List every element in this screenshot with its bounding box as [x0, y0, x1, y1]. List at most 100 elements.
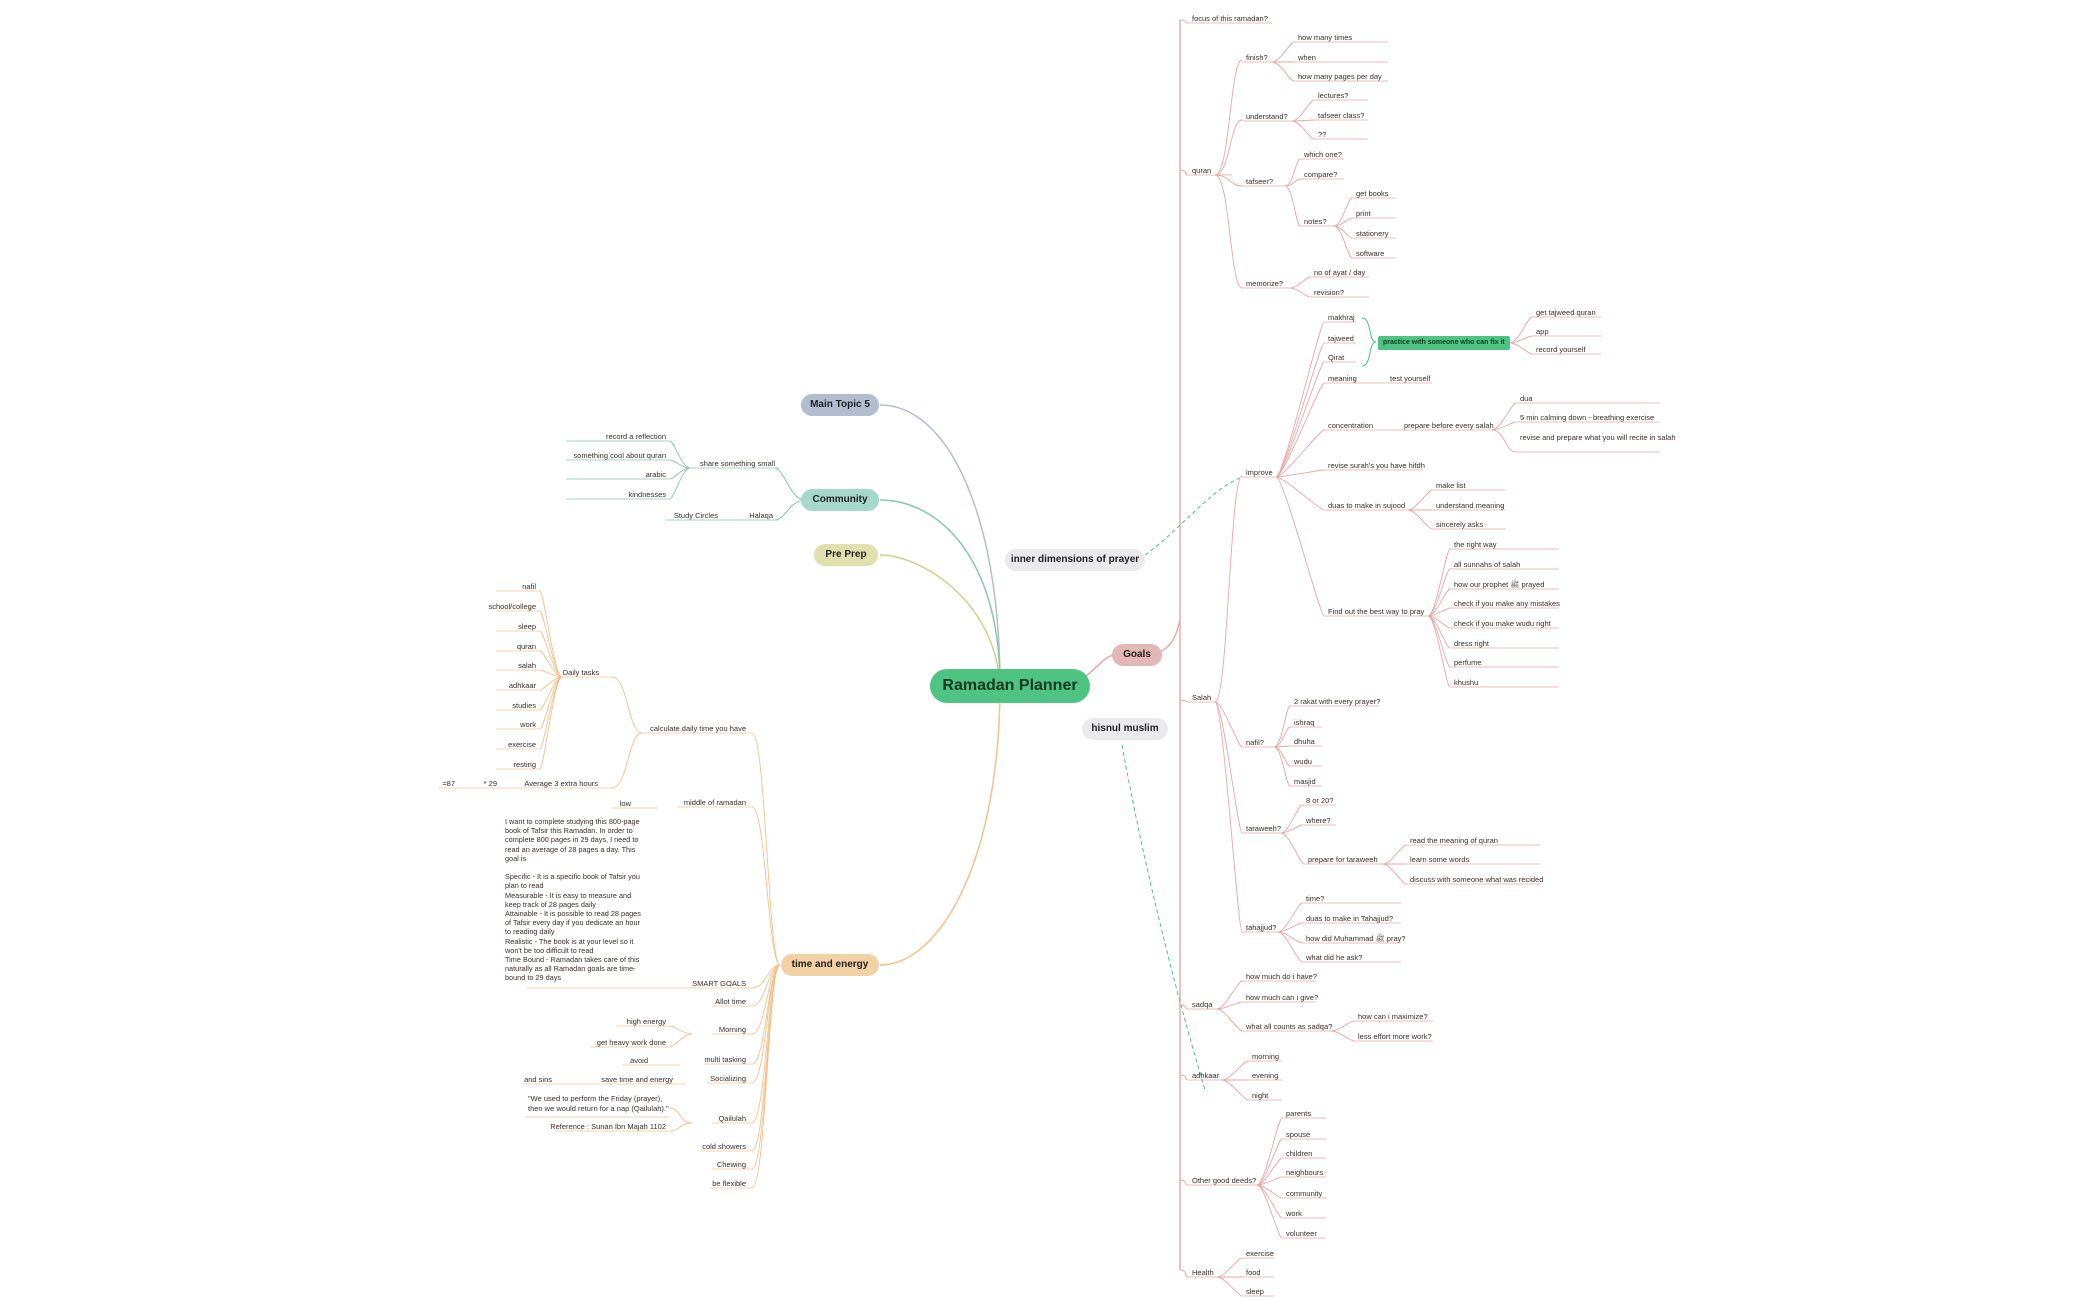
- node-when[interactable]: when: [1298, 53, 1316, 62]
- node-lectures[interactable]: lectures?: [1318, 91, 1349, 100]
- node-health[interactable]: Health: [1192, 1268, 1214, 1277]
- node-tafseer[interactable]: tafseer?: [1246, 177, 1274, 186]
- node-kindnesses[interactable]: kindnesses: [628, 490, 666, 499]
- node-save-time-and-energy[interactable]: save time and energy: [601, 1075, 673, 1084]
- node-be-flexible[interactable]: be flexible: [712, 1179, 746, 1188]
- node-study-circles[interactable]: Study Circles: [673, 511, 718, 520]
- node-dua[interactable]: dua: [1520, 394, 1533, 403]
- node-dress-right[interactable]: dress right: [1454, 639, 1490, 648]
- node-nafil[interactable]: nafil?: [1246, 738, 1264, 747]
- node-understand-meaning[interactable]: understand meaning: [1436, 501, 1505, 510]
- node-meaning[interactable]: meaning: [1328, 374, 1357, 383]
- node-sincerely-asks[interactable]: sincerely asks: [1436, 520, 1484, 529]
- node-revise-surah-s-you-have-hifdh[interactable]: revise surah's you have hifdh: [1328, 461, 1425, 470]
- node-which-one[interactable]: which one?: [1304, 150, 1342, 159]
- node-test-yourself[interactable]: test yourself: [1390, 374, 1431, 383]
- node-cold-showers[interactable]: cold showers: [702, 1142, 746, 1151]
- node-all-sunnahs-of-salah[interactable]: all sunnahs of salah: [1454, 560, 1521, 569]
- node-spouse[interactable]: spouse: [1286, 1130, 1311, 1139]
- inner-dimensions-topic[interactable]: inner dimensions of prayer: [1005, 549, 1145, 571]
- practice-node[interactable]: practice with someone who can fix it: [1378, 336, 1510, 350]
- node-where[interactable]: where?: [1306, 816, 1331, 825]
- node-salah[interactable]: Salah: [1192, 693, 1212, 702]
- node-volunteer[interactable]: volunteer: [1286, 1229, 1317, 1238]
- node-print[interactable]: print: [1356, 209, 1371, 218]
- node-stationery[interactable]: stationery: [1356, 229, 1389, 238]
- node-daily-tasks[interactable]: Daily tasks: [562, 668, 599, 677]
- node-studies[interactable]: studies: [512, 701, 536, 710]
- main-topic-5[interactable]: Main Topic 5: [801, 394, 879, 416]
- node-exercise[interactable]: exercise: [508, 740, 536, 749]
- node-middle-of-ramadan[interactable]: middle of ramadan: [683, 798, 746, 807]
- node-tafseer-class[interactable]: tafseer class?: [1318, 111, 1365, 120]
- node-reference-sunan-ibn-majah-1102[interactable]: Reference : Sunan Ibn Majah 1102: [550, 1122, 666, 1131]
- node-duas-to-make-in-tahajjud[interactable]: duas to make in Tahajjud?: [1306, 914, 1394, 923]
- node-arabic[interactable]: arabic: [645, 470, 666, 479]
- node-how-many-pages-per-day[interactable]: how many pages per day: [1298, 72, 1382, 81]
- node-multi-tasking[interactable]: multi tasking: [704, 1055, 746, 1064]
- node-socializing[interactable]: Socializing: [710, 1074, 746, 1083]
- node-exercise[interactable]: exercise: [1246, 1249, 1274, 1258]
- node-smart-goals[interactable]: SMART GOALS: [692, 979, 746, 988]
- node-share-something-small[interactable]: share something small: [699, 459, 775, 468]
- node-read-the-meaning-of-quran[interactable]: read the meaning of quran: [1410, 836, 1498, 845]
- node-average-3-extra-hours[interactable]: Average 3 extra hours: [524, 779, 598, 788]
- node-get-heavy-work-done[interactable]: get heavy work done: [596, 1038, 666, 1047]
- node-perfume[interactable]: perfume: [1454, 658, 1482, 667]
- node-sadqa[interactable]: sadqa: [1192, 1000, 1213, 1009]
- node-morning[interactable]: Morning: [718, 1025, 746, 1034]
- node-allot-time[interactable]: Allot time: [715, 997, 746, 1006]
- node-time[interactable]: time?: [1306, 894, 1325, 903]
- node-quran[interactable]: quran: [1192, 166, 1212, 175]
- node-taraweeh[interactable]: taraweeh?: [1246, 824, 1282, 833]
- node-we-used-to-perform-the-friday-prayer-the[interactable]: "We used to perform the Friday (prayer),…: [528, 1094, 669, 1113]
- node-work[interactable]: work: [520, 720, 536, 729]
- node-halaqa[interactable]: Halaqa: [749, 511, 773, 520]
- node-food[interactable]: food: [1246, 1268, 1261, 1277]
- node-i-want-to-complete-studying-this-800-pag[interactable]: I want to complete studying this 800-pag…: [505, 817, 641, 983]
- node-other-good-deeds[interactable]: Other good deeds?: [1192, 1176, 1257, 1185]
- node-no-of-ayat-day[interactable]: no of ayat / day: [1314, 268, 1366, 277]
- node-how-did-muhammad-pray[interactable]: how did Muhammad ﷺ pray?: [1306, 934, 1406, 943]
- node-adhkaar[interactable]: adhkaar: [508, 681, 536, 690]
- node-school-college[interactable]: school/college: [488, 602, 536, 611]
- node-parents[interactable]: parents: [1286, 1109, 1312, 1118]
- node-notes[interactable]: notes?: [1304, 217, 1327, 226]
- node-duas-to-make-in-sujood[interactable]: duas to make in sujood: [1328, 501, 1406, 510]
- node-2-rakat-with-every-prayer[interactable]: 2 rakat with every prayer?: [1294, 697, 1381, 706]
- node-how-much-do-i-have[interactable]: how much do i have?: [1246, 972, 1317, 981]
- node-khushu[interactable]: khushu: [1454, 678, 1479, 687]
- goals-topic[interactable]: Goals: [1112, 644, 1162, 666]
- node-item[interactable]: ??: [1318, 130, 1327, 139]
- node-night[interactable]: night: [1252, 1091, 1269, 1100]
- node-high-energy[interactable]: high energy: [626, 1017, 666, 1026]
- node-qailulah[interactable]: Qailulah: [718, 1114, 746, 1123]
- node-something-cool-about-quran[interactable]: something cool about quran: [573, 451, 666, 460]
- time-energy-topic[interactable]: time and energy: [781, 954, 879, 976]
- node-8-or-20[interactable]: 8 or 20?: [1306, 796, 1334, 805]
- node-improve[interactable]: improve: [1246, 468, 1273, 477]
- node-children[interactable]: children: [1286, 1149, 1313, 1158]
- node-dhuha[interactable]: dhuha: [1294, 737, 1315, 746]
- node-neighbours[interactable]: neighbours: [1286, 1168, 1324, 1177]
- node-5-min-calming-down-breathing-exercise[interactable]: 5 min calming down - breathing exercise: [1520, 413, 1655, 422]
- node-sleep[interactable]: sleep: [518, 622, 536, 631]
- node-check-if-you-make-any-mistakes[interactable]: check if you make any mistakes: [1454, 599, 1560, 608]
- node-focus-of-this-ramadan[interactable]: focus of this ramadan?: [1192, 14, 1268, 23]
- node-understand[interactable]: understand?: [1246, 112, 1288, 121]
- node-wudu[interactable]: wudu: [1294, 757, 1312, 766]
- node-concentration[interactable]: concentration: [1328, 421, 1374, 430]
- node-morning[interactable]: morning: [1252, 1052, 1280, 1061]
- node-revision[interactable]: revision?: [1314, 288, 1345, 297]
- node-what-did-he-ask[interactable]: what did he ask?: [1306, 953, 1363, 962]
- node-app[interactable]: app: [1536, 327, 1549, 336]
- node-make-list[interactable]: make list: [1436, 481, 1466, 490]
- node-chewing[interactable]: Chewing: [716, 1160, 746, 1169]
- node-how-can-i-maximize[interactable]: how can i maximize?: [1358, 1012, 1428, 1021]
- node-low[interactable]: low: [619, 799, 631, 808]
- node-how-much-can-i-give[interactable]: how much can i give?: [1246, 993, 1319, 1002]
- community-topic[interactable]: Community: [801, 489, 879, 511]
- node-how-our-prophet-prayed[interactable]: how our prophet ﷺ prayed: [1454, 580, 1545, 589]
- hisnul-muslim-topic[interactable]: hisnul muslim: [1082, 718, 1168, 740]
- node-get-tajweed-quran[interactable]: get tajweed quran: [1536, 308, 1596, 317]
